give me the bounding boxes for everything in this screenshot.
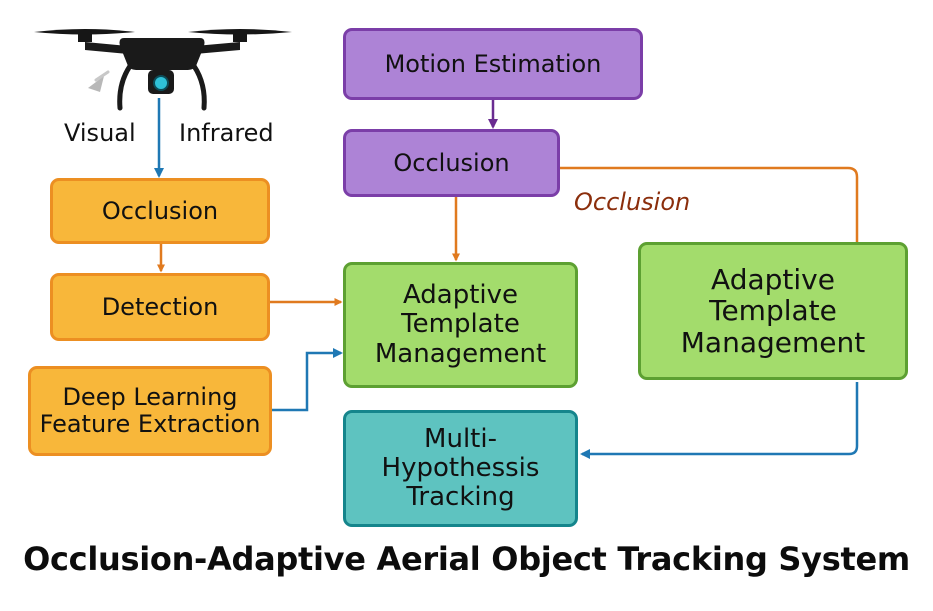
center-adaptive-template-box: Adaptive Template Management xyxy=(343,262,578,388)
center-occlusion-text: Occlusion xyxy=(393,148,510,177)
center-adaptive-template-text: Adaptive Template Management xyxy=(374,280,547,369)
left-occlusion-text: Occlusion xyxy=(101,196,219,225)
multi-hypothesis-tracking-text: Multi-Hypothessis Tracking xyxy=(381,423,540,513)
arrow-right-adaptive-to-tracking xyxy=(580,382,859,459)
occlusion-edge-label: Occlusion xyxy=(574,188,691,216)
arrow-deeplearning-to-adaptive xyxy=(272,348,343,412)
infrared-label: Infrared xyxy=(179,119,274,147)
detection-box: Detection xyxy=(50,273,270,341)
multi-hypothesis-tracking-box: Multi-Hypothessis Tracking xyxy=(343,410,578,527)
motion-estimation-box: Motion Estimation xyxy=(343,28,643,100)
drone-icon xyxy=(34,29,292,111)
motion-estimation-text: Motion Estimation xyxy=(384,49,602,78)
right-adaptive-template-text: Adaptive Template Management xyxy=(680,262,866,359)
visual-label: Visual xyxy=(64,119,136,147)
right-adaptive-template-box: Adaptive Template Management xyxy=(638,242,908,380)
deep-learning-text: Deep Learning Feature Extraction xyxy=(39,383,261,438)
diagram-title: Occlusion-Adaptive Aerial Object Trackin… xyxy=(23,540,910,578)
detection-text: Detection xyxy=(101,292,219,321)
center-occlusion-box: Occlusion xyxy=(343,129,560,197)
connector-occlusion-to-right-adaptive xyxy=(560,166,859,242)
deep-learning-box: Deep Learning Feature Extraction xyxy=(28,366,272,456)
left-occlusion-box: Occlusion xyxy=(50,178,270,244)
